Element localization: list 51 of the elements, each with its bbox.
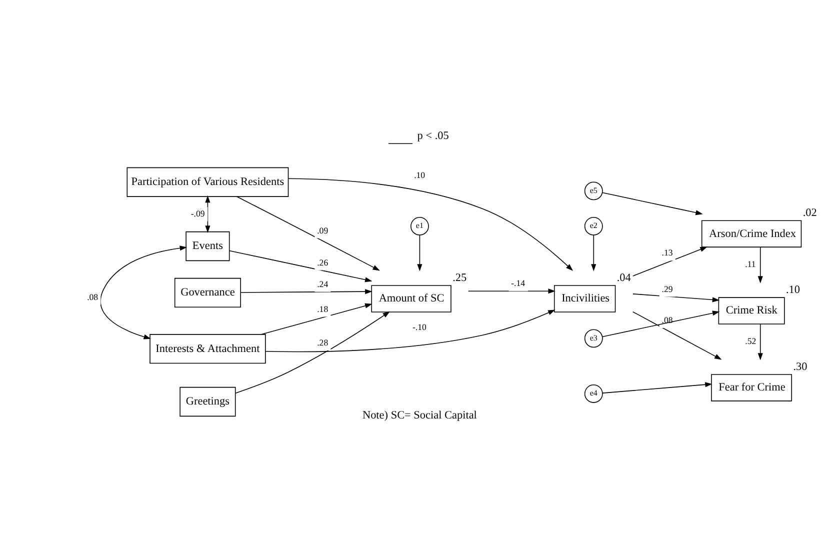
- node-circle: e3: [584, 329, 603, 348]
- node-box: Participation of Various Residents: [126, 167, 289, 197]
- arrow: [240, 289, 372, 294]
- arrow: [229, 250, 372, 282]
- edge-label: .29: [662, 284, 673, 294]
- node-box: Events: [186, 231, 230, 262]
- edge-label: .13: [662, 248, 673, 258]
- node-label: .30: [793, 360, 808, 373]
- node-box: Amount of SC: [371, 285, 452, 312]
- node-box: Interests & Attachment: [150, 334, 266, 364]
- node-box: Incivilities: [554, 285, 616, 312]
- node-label: .25: [452, 272, 467, 284]
- node-circle: e4: [584, 384, 603, 403]
- node-box: Crime Risk: [718, 297, 785, 324]
- legend-label: p < .05: [417, 130, 449, 142]
- edge-label: .24: [317, 278, 328, 289]
- edge-label: .10: [414, 170, 426, 180]
- edge-label: .52: [745, 336, 756, 346]
- arrow: [602, 310, 720, 338]
- arrow: [632, 311, 722, 360]
- edge-label: .08: [87, 292, 98, 302]
- arrow: [632, 294, 720, 302]
- edge-label: .18: [317, 304, 328, 314]
- arrow: [758, 246, 763, 284]
- node-box: Fear for Crime: [711, 374, 792, 402]
- edge-label: -.10: [412, 322, 426, 332]
- node-label: .04: [616, 272, 631, 284]
- edge-label: .11: [745, 258, 756, 269]
- edge-label: -.14: [511, 278, 526, 288]
- edge-label: .28: [317, 337, 328, 348]
- node-label: .02: [802, 206, 817, 219]
- arrow: [235, 311, 390, 394]
- node-circle: e2: [584, 216, 603, 236]
- label: Note) SC= Social Capital: [362, 409, 477, 422]
- arrow: [602, 192, 703, 216]
- arrow: [205, 195, 210, 233]
- arrow: [468, 288, 556, 294]
- arrow: [100, 246, 188, 340]
- arrow: [758, 324, 763, 360]
- edge-label: .26: [317, 257, 328, 268]
- arrow: [602, 382, 712, 394]
- node-circle: e5: [584, 182, 603, 200]
- edge-label: -.09: [190, 208, 205, 218]
- edge-label: .09: [317, 225, 328, 236]
- node-label: .10: [786, 284, 800, 296]
- node-circle: e1: [410, 216, 429, 236]
- node-box: Arson/Crime Index: [701, 220, 802, 248]
- arrow: [417, 234, 422, 272]
- node-box: Greetings: [180, 386, 236, 417]
- node-box: Governance: [174, 278, 241, 308]
- arrow: [591, 234, 596, 272]
